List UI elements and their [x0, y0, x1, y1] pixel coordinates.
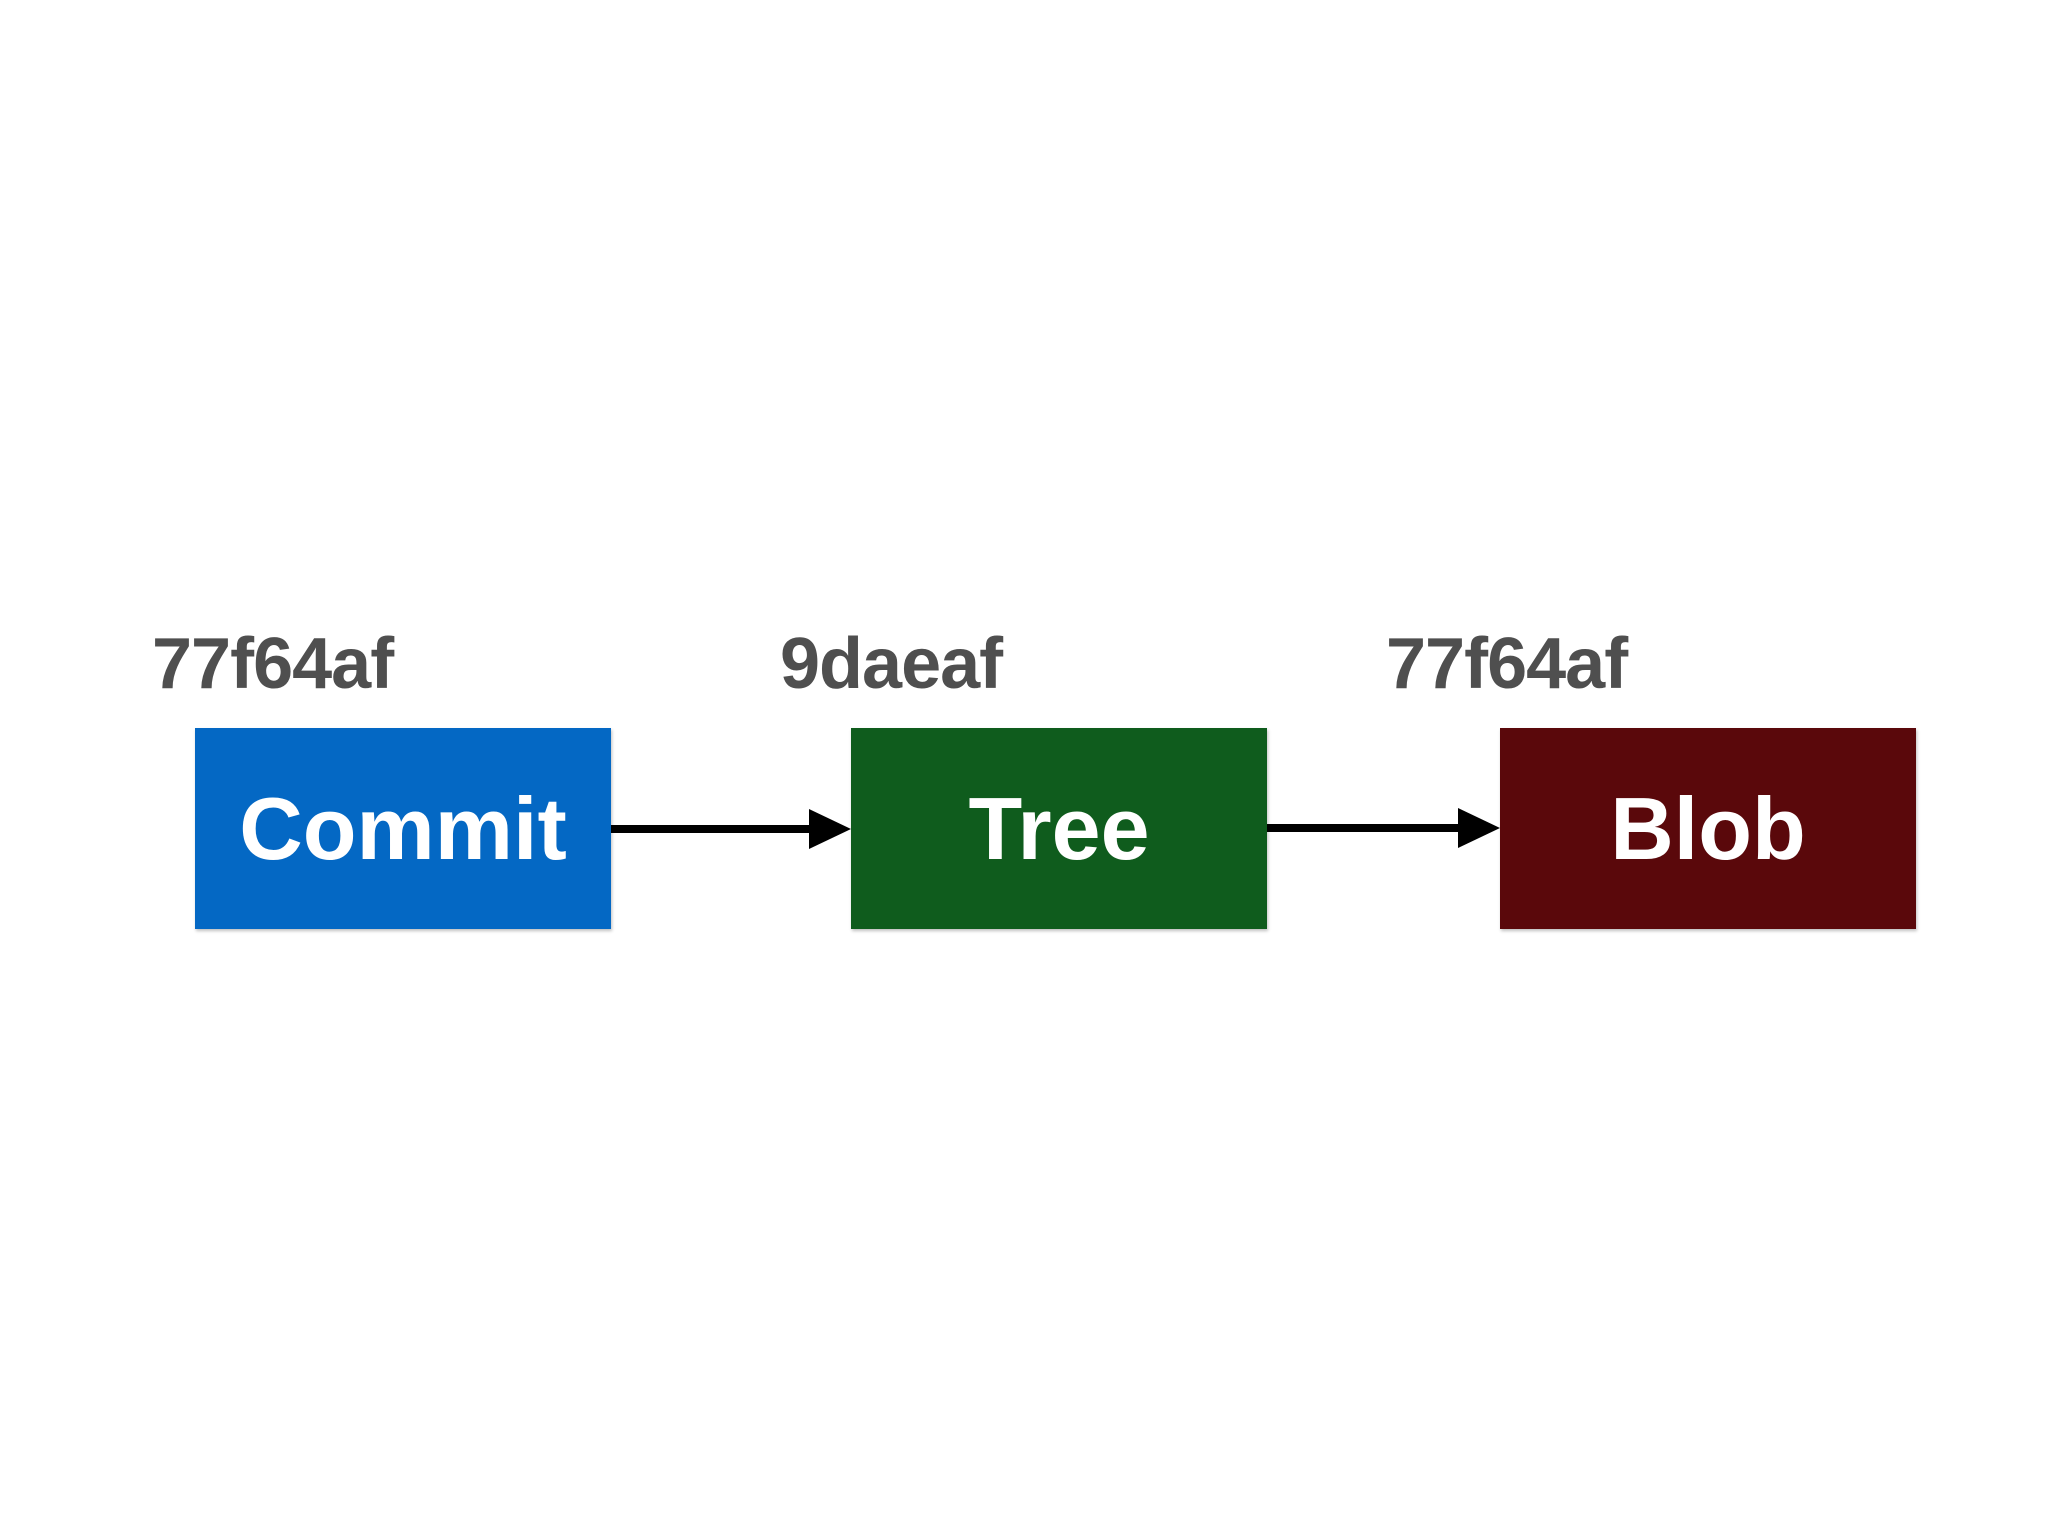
blob-node: Blob: [1500, 728, 1916, 929]
arrow-tree-to-blob: [1267, 808, 1500, 848]
tree-label: Tree: [968, 778, 1150, 878]
arrow-commit-to-tree: [611, 809, 851, 849]
blob-label: Blob: [1610, 778, 1806, 878]
tree-hash: 9daeaf: [780, 624, 1003, 704]
arrow-tree-to-blob-head: [1458, 808, 1500, 848]
blob-hash: 77f64af: [1386, 624, 1628, 704]
commit-node: Commit: [195, 728, 611, 929]
commit-hash: 77f64af: [152, 624, 394, 704]
tree-node: Tree: [851, 728, 1267, 929]
commit-label: Commit: [239, 778, 567, 878]
arrow-commit-to-tree-head: [809, 809, 851, 849]
